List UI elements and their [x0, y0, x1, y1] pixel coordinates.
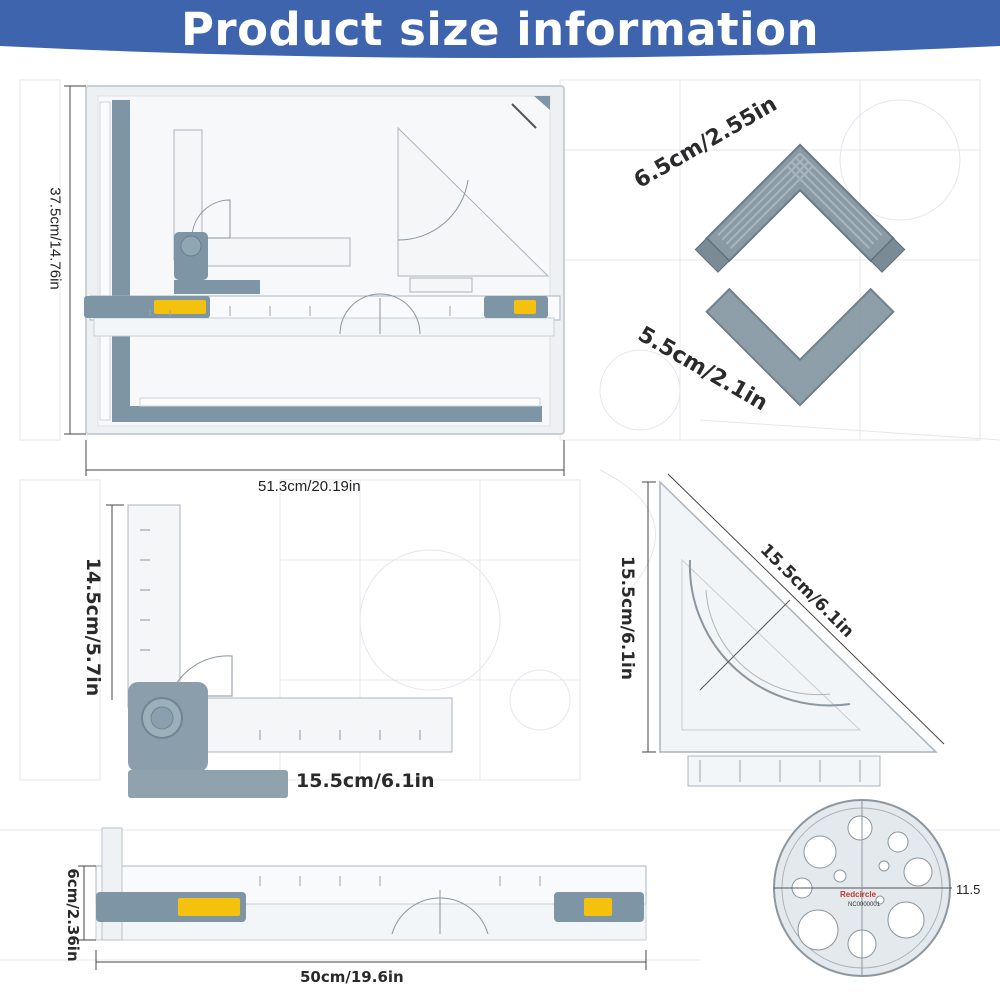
- square-height-label: 14.5cm/5.7in: [82, 557, 104, 697]
- ruler-width-label: 50cm/19.6in: [300, 968, 404, 986]
- ruler-height-label: 6cm/2.36in: [64, 868, 82, 962]
- parallel-ruler-icon: [95, 827, 647, 941]
- circle-template-icon: [773, 799, 952, 977]
- l-square-icon: [127, 504, 453, 798]
- circle-diameter-label: 11.5: [956, 882, 981, 897]
- corner-protector-icon: [694, 143, 906, 407]
- title-banner: [0, 0, 1000, 58]
- drawing-board-icon: [84, 85, 565, 435]
- circle-brand-label: Redcircle: [840, 890, 877, 899]
- triangle-side-label: 15.5cm/6.1in: [617, 556, 637, 680]
- board-width-label: 51.3cm/20.19in: [258, 478, 361, 495]
- circle-code-label: NC0000001: [848, 902, 881, 908]
- square-width-label: 15.5cm/6.1in: [296, 770, 435, 792]
- page-title: Product size information: [180, 3, 820, 56]
- triangle-ruler-icon: [659, 480, 938, 787]
- board-height-label: 37.5cm/14.76in: [46, 187, 64, 290]
